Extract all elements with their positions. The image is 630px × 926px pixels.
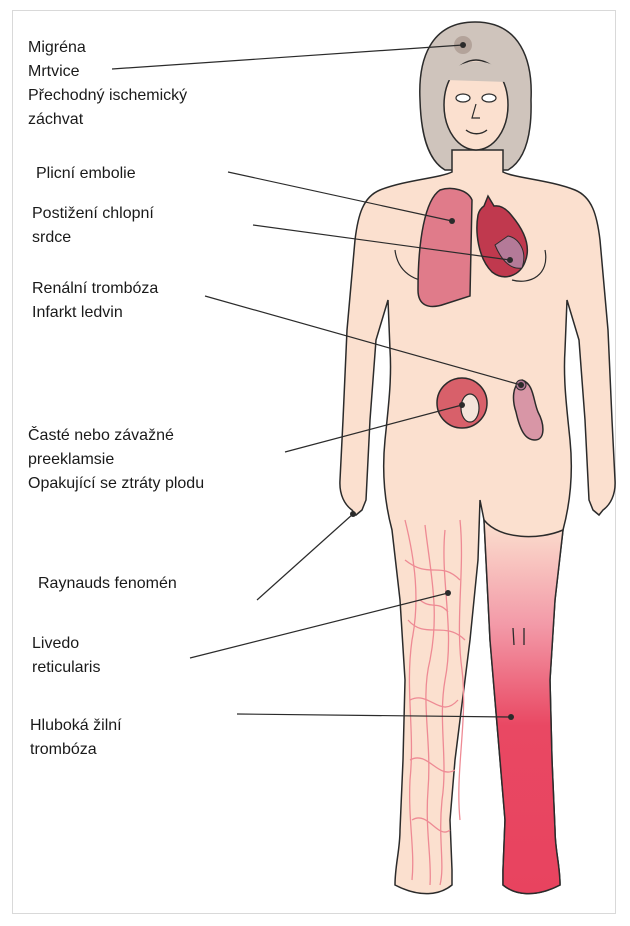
body-silhouette [340,150,615,894]
label-pulmonary: Plicní embolie [36,162,136,186]
label-valve-line1: Postižení chlopní [32,202,154,226]
label-fetal-loss: Opakující se ztráty plodu [28,472,204,496]
label-dvt-line1: Hluboká žilní [30,714,122,738]
fetus [461,394,479,422]
dvt-leg [484,520,563,894]
label-preeclampsia-line1: Časté nebo závažné [28,424,204,448]
label-livedo-line1: Livedo [32,632,100,656]
label-dvt: Hluboká žilní trombóza [30,714,122,762]
label-pulmonary-embolism: Plicní embolie [36,162,136,186]
label-livedo-line2: reticularis [32,656,100,680]
label-pregnancy: Časté nebo závažné preeklamsie Opakující… [28,424,204,496]
label-tia: Přechodný ischemický [28,84,187,108]
label-brain: Migréna Mrtvice Přechodný ischemický zác… [28,36,187,132]
label-kidney-infarct: Infarkt ledvin [32,301,158,325]
label-migraine: Migréna [28,36,187,60]
label-raynaud: Raynauds fenomén [38,572,177,596]
label-valve-line2: srdce [32,226,154,250]
label-dvt-line2: trombóza [30,738,122,762]
label-renal: Renální trombóza Infarkt ledvin [32,277,158,325]
label-raynaud-text: Raynauds fenomén [38,572,177,596]
label-tia-cont: záchvat [28,108,187,132]
label-renal-thrombosis: Renální trombóza [32,277,158,301]
label-valve: Postižení chlopní srdce [32,202,154,250]
label-livedo: Livedo reticularis [32,632,100,680]
label-stroke: Mrtvice [28,60,187,84]
label-preeclampsia-line2: preeklamsie [28,448,204,472]
